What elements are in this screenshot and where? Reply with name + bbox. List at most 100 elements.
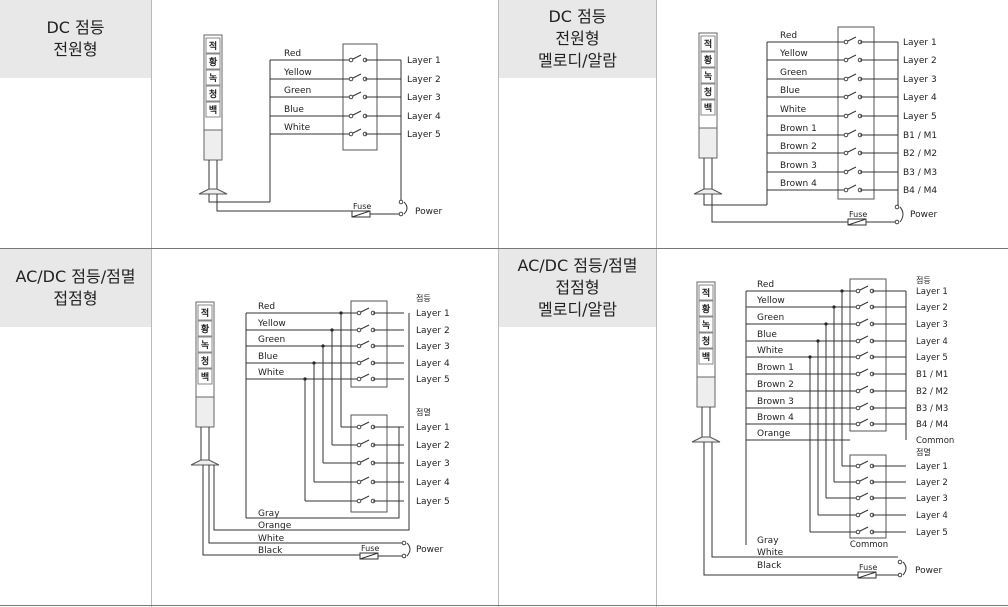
p4-switch-box-1	[849, 278, 887, 432]
p4-tower-lens-label-4: 청	[702, 335, 710, 347]
divider-horizontal-middle	[0, 248, 1008, 249]
p1-tower-lens-5	[205, 101, 221, 118]
p3-group1-label: 점등	[416, 293, 431, 303]
p2-tower-base	[693, 188, 723, 195]
panel-2-title-line-2: 전원형	[555, 29, 600, 48]
p2-tower-lens-5	[700, 99, 716, 116]
p4-group2-output-5: Layer 5	[916, 528, 948, 538]
p4-power-terminal-2	[897, 572, 903, 578]
p2-tower-lens-label-4: 청	[704, 86, 712, 98]
p4-tower-base	[691, 436, 721, 443]
p1-tower-lens-3	[205, 69, 221, 86]
p2-switch-9-pivot	[843, 187, 849, 193]
p1-wire-label-2: Yellow	[283, 68, 312, 78]
p4-wire-label-8: Brown 3	[757, 397, 794, 407]
p1-wire-label-1: Red	[284, 49, 301, 59]
p3-tower-lens-2	[197, 320, 213, 337]
p2-tower-lens-2	[700, 51, 716, 68]
p3-wire-label-4: Blue	[258, 352, 278, 362]
p4-group1-output-2: Layer 2	[916, 303, 948, 313]
p2-tower-lens-label-2: 황	[704, 54, 713, 66]
p4-switch2-3-pivot	[855, 495, 861, 501]
p2-tower-lens-label-1: 적	[704, 38, 712, 50]
p3-group2-label: 점멸	[416, 407, 431, 417]
p2-wire-label-1: Red	[780, 31, 797, 41]
p4-bottom-wire-label-2: White	[757, 548, 784, 558]
p4-tower-lens-label-1: 적	[702, 287, 710, 299]
p4-switch1-7-pivot	[855, 388, 861, 394]
panel-3-title-line-2: 접점형	[53, 289, 98, 308]
p4-switch1-9-pivot	[855, 421, 861, 427]
p2-output-label-4: Layer 4	[903, 93, 937, 103]
p2-tower-lens-label-5: 백	[704, 102, 712, 114]
p4-tower-lens-4	[698, 332, 714, 349]
p4-power-bracket	[902, 561, 907, 576]
panel-4-title-line-2: 접점형	[555, 278, 600, 297]
p3-switch1-1-pivot	[356, 310, 362, 316]
p3-group2-output-2: Layer 2	[416, 441, 450, 451]
p3-tower-lens-label-1: 적	[201, 307, 209, 319]
panel-2-title-line-3: 멜로디/알람	[538, 51, 617, 70]
panel-2-title: DC 점등 전원형 멜로디/알람	[499, 0, 656, 78]
p3-switch-box-1	[350, 300, 388, 388]
p4-group2-label: 점멸	[916, 447, 931, 457]
p2-tower-lead-1	[703, 194, 767, 206]
p3-bottom-wire-label-2: Orange	[258, 521, 292, 531]
p3-bottom-wire-label-3: White	[258, 534, 285, 544]
p2-wire-label-3: Green	[780, 68, 807, 78]
p4-switch1-5-pivot	[855, 354, 861, 360]
p4-wire-label-7: Brown 2	[757, 380, 794, 390]
p3-bottom-wire-label-4: Black	[258, 546, 283, 556]
p1-tower-lens-label-5: 백	[209, 104, 217, 116]
p2-fuse-label: Fuse	[849, 210, 867, 219]
p1-switch-3-pivot	[348, 94, 354, 100]
p3-group1-output-1: Layer 1	[416, 309, 450, 319]
p2-wire-label-9: Brown 4	[780, 179, 817, 189]
p2-switch-1-pivot	[843, 39, 849, 45]
p2-power-bracket	[899, 206, 904, 223]
p3-tower-lens-3	[197, 336, 213, 353]
p4-group2-output-4: Layer 4	[916, 511, 948, 521]
p4-fuse-element	[857, 571, 877, 579]
p4-bottom-wire-label-3: Black	[757, 561, 782, 571]
p4-switch1-4-pivot	[855, 338, 861, 344]
p3-gray-wire	[246, 427, 400, 519]
p2-output-label-9: B4 / M4	[903, 186, 937, 196]
p3-power-bracket	[406, 542, 411, 557]
p4-group1-output-3: Layer 3	[916, 320, 948, 330]
p1-tower-lens-1	[205, 37, 221, 54]
p1-wire-label-4: Blue	[284, 105, 304, 115]
p2-switch-8-pivot	[843, 169, 849, 175]
p4-tower-lens-label-3: 녹	[702, 320, 710, 331]
p3-wire-label-2: Yellow	[257, 319, 286, 329]
p4-group1-output-9: B4 / M4	[916, 420, 948, 430]
p2-wire-label-4: Blue	[780, 86, 800, 96]
p2-output-label-6: B1 / M1	[903, 131, 937, 141]
p4-wire-label-9: Brown 4	[757, 413, 794, 423]
p1-power-terminal-2	[398, 211, 404, 217]
p1-tower-lead-1	[208, 194, 270, 203]
p3-group1-output-3: Layer 3	[416, 342, 450, 352]
p3-switch1-3-pivot	[356, 343, 362, 349]
p1-wire-label-5: White	[284, 123, 311, 133]
p1-tower-lens-label-4: 청	[209, 88, 217, 100]
p4-switch2-4-pivot	[855, 512, 861, 518]
p2-output-label-8: B3 / M3	[903, 168, 937, 178]
p3-group2-output-5: Layer 5	[416, 497, 450, 507]
panel-3-title-line-1: AC/DC 점등/점멸	[15, 267, 136, 286]
p3-switch1-2-pivot	[356, 327, 362, 333]
p4-group1-label: 점등	[916, 275, 931, 285]
p2-output-label-1: Layer 1	[903, 38, 937, 48]
p3-tower-neck	[195, 396, 215, 428]
p4-wire-label-4: Blue	[757, 330, 777, 340]
p4-power-terminal-1	[897, 559, 903, 565]
panel-1-title-line-1: DC 점등	[46, 18, 105, 37]
divider-vertical-right	[656, 0, 657, 607]
p3-white-wire	[208, 465, 404, 544]
panel-3-title: AC/DC 점등/점멸 접점형	[0, 249, 151, 327]
p2-switch-7-pivot	[843, 150, 849, 156]
p1-switch-4-pivot	[348, 113, 354, 119]
p4-tower-lens-1	[698, 284, 714, 301]
p2-switch-box	[837, 26, 875, 200]
